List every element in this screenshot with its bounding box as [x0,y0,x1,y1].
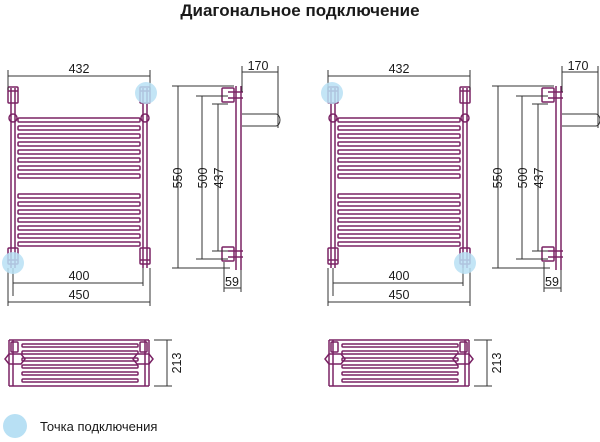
dim-overall-width: 450 [389,288,410,302]
dim-top-width: 432 [389,62,410,76]
dim-top-depth: 213 [170,353,184,374]
dim-side-depth: 170 [248,59,269,73]
legend: Точка подключения [0,412,300,442]
dim-center-distance: 400 [389,269,410,283]
dim-wall-offset: 59 [225,275,239,289]
rail-variant-right: 432 170 550 500 437 400 450 59 213 [321,59,600,387]
dim-height-437: 437 [532,168,546,189]
connection-point-top-left [321,82,343,104]
dim-top-depth: 213 [490,353,504,374]
dim-top-width: 432 [69,62,90,76]
dim-side-depth: 170 [568,59,589,73]
dim-overall-width: 450 [69,288,90,302]
dim-height-437: 437 [212,168,226,189]
top-view-left [4,339,173,387]
side-view-left [171,65,281,293]
top-view-right [324,339,493,387]
connection-point-bottom-right [454,252,476,274]
page-title: Диагональное подключение [180,1,420,20]
dim-height-550: 550 [171,168,185,189]
dim-height-550: 550 [491,168,505,189]
legend-label: Точка подключения [40,419,158,434]
dim-wall-offset: 59 [545,275,559,289]
connection-point-legend-icon [3,414,27,438]
rail-variant-left: 432 170 550 500 437 400 450 59 213 [2,59,281,387]
side-view-right [491,65,600,293]
connection-point-top-right [135,82,157,104]
connection-point-bottom-left [2,252,24,274]
dim-height-500: 500 [196,168,210,189]
dim-center-distance: 400 [69,269,90,283]
dim-height-500: 500 [516,168,530,189]
